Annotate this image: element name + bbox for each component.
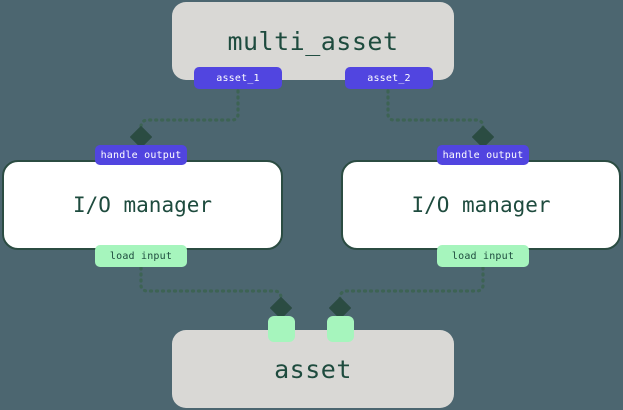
input-handle-asset-1[interactable] [268, 316, 295, 342]
output-handle-asset-2[interactable]: asset_2 [345, 67, 433, 89]
input-handle-handle-output-right-label: handle output [442, 149, 524, 161]
output-handle-load-input-right[interactable]: load input [437, 245, 529, 267]
output-handle-asset-1-label: asset_1 [216, 72, 260, 84]
node-asset[interactable]: asset [172, 330, 454, 408]
output-handle-load-input-left[interactable]: load input [95, 245, 187, 267]
input-handle-handle-output-left-label: handle output [100, 149, 182, 161]
node-io-manager-right[interactable]: I/O manager [341, 160, 621, 250]
output-handle-load-input-left-label: load input [109, 250, 173, 262]
edge-iom-right-to-asset [328, 266, 485, 320]
input-handle-asset-2[interactable] [327, 316, 354, 342]
output-handle-load-input-right-label: load input [451, 250, 515, 262]
output-handle-asset-1[interactable]: asset_1 [194, 67, 282, 89]
edge-iom-left-to-asset [139, 266, 293, 320]
edge-asset2-to-iom-right [386, 89, 495, 149]
node-asset-label: asset [274, 354, 352, 384]
node-io-manager-left-label: I/O manager [72, 193, 213, 217]
edge-asset1-to-iom-left [129, 89, 240, 149]
node-multi-asset-label: multi_asset [227, 26, 399, 56]
node-io-manager-right-label: I/O manager [411, 193, 551, 217]
input-handle-handle-output-left[interactable]: handle output [95, 145, 187, 165]
node-io-manager-left[interactable]: I/O manager [2, 160, 283, 250]
output-handle-asset-2-label: asset_2 [367, 72, 411, 84]
input-handle-handle-output-right[interactable]: handle output [437, 145, 529, 165]
